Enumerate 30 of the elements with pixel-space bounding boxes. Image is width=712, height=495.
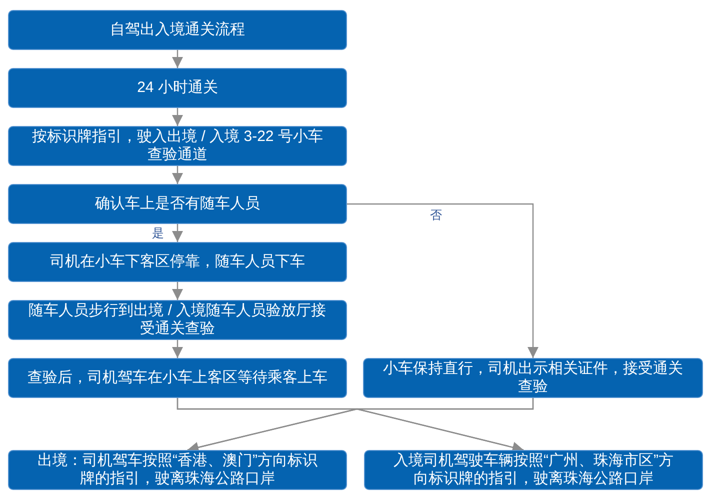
process-box <box>364 450 703 490</box>
edge-label: 是 <box>151 226 165 240</box>
arrow <box>172 224 183 242</box>
process-box <box>8 450 347 490</box>
process-box <box>8 300 347 340</box>
step-text: 自驾出入境通关流程 <box>110 21 245 39</box>
step-text: 随车人员步行到出境 / 入境随车人员验放厅接受通关查验 <box>28 302 328 338</box>
arrow <box>172 166 183 184</box>
edge-label: 否 <box>429 208 443 222</box>
arrow <box>172 108 183 126</box>
process-box <box>363 358 703 398</box>
process-box <box>8 68 347 108</box>
step-text: 出境：司机驾车按照“香港、澳门”方向标识牌的指引，驶离珠海公路口岸 <box>36 452 318 488</box>
arrow <box>172 50 183 68</box>
process-box <box>8 242 347 282</box>
process-box <box>8 184 347 224</box>
process-box <box>8 10 347 50</box>
step-text: 小车保持直行，司机出示相关证件，接受通关查验 <box>382 360 684 396</box>
step-text: 司机在小车下客区停靠，随车人员下车 <box>50 253 305 271</box>
arrow <box>347 203 538 358</box>
process-box <box>8 358 347 398</box>
step-text: 查验后，司机驾车在小车上客区等待乘客上车 <box>28 369 328 387</box>
step-text: 按标识牌指引，驶入出境 / 入境 3-22 号小车查验通道 <box>31 128 324 164</box>
arrow <box>172 340 183 358</box>
arrow <box>172 282 183 300</box>
step-text: 入境司机驾驶车辆按照“广州、珠海市区”方向标识牌的指引，驶离珠海公路口岸 <box>392 452 674 488</box>
process-box <box>8 126 347 166</box>
step-text: 24 小时通关 <box>137 79 218 97</box>
step-text: 确认车上是否有随车人员 <box>95 195 260 213</box>
arrow <box>356 398 534 453</box>
